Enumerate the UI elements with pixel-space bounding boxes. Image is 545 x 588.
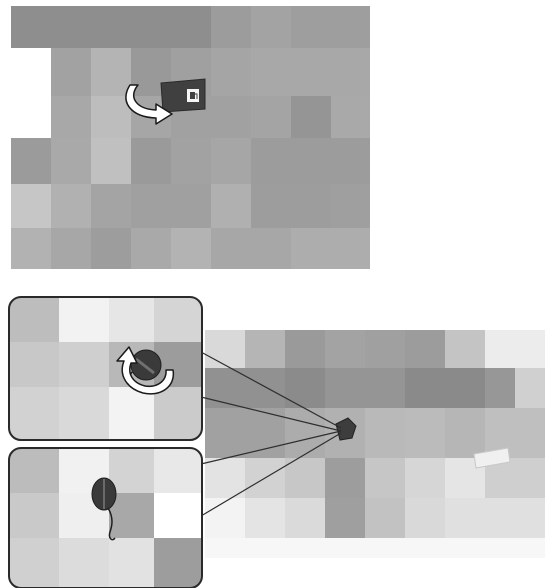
fuel-door-release-image [11, 6, 370, 269]
car-side-mosaic [205, 330, 545, 558]
callout-turn-cap [9, 297, 202, 440]
fuel-cap-icon [92, 478, 116, 510]
fuel-door-release-figure [11, 6, 370, 269]
fuel-cap-removal-figure [0, 292, 545, 588]
callout-cap-tethered [9, 448, 202, 588]
mosaic-background [11, 6, 370, 269]
fuel-door-release-switch [161, 79, 205, 112]
fuel-cap-removal-image [0, 292, 545, 588]
